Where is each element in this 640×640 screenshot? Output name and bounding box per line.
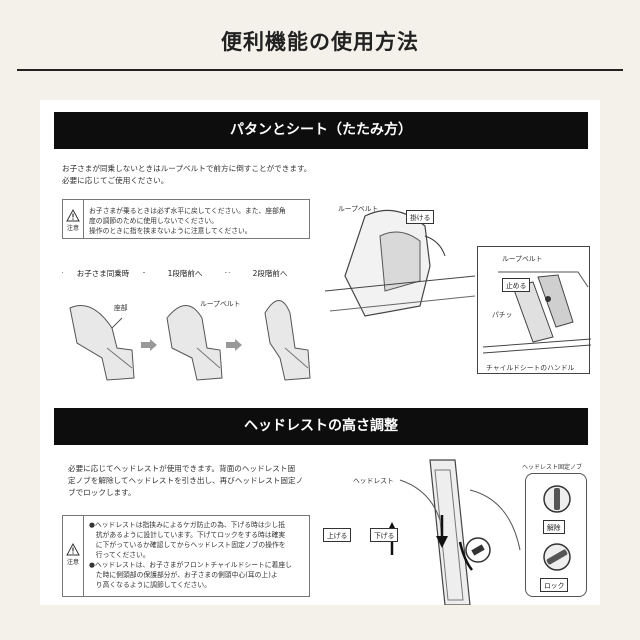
tag-lock: ロック <box>540 578 569 592</box>
label-click: パチッ <box>492 311 513 319</box>
tag-raise: 上げる <box>323 528 352 542</box>
headrest-warning-line3: に下がっているか確認してからヘッドレスト固定ノブの操作を <box>89 541 286 549</box>
headrest-warning-line6: た時に側頭部の保護部分が、お子さまの側頭中心(耳の上)よ <box>89 571 278 579</box>
section-folding-heading: パタンとシート（たたみ方） <box>54 112 588 149</box>
step-arrow-1 <box>141 339 157 351</box>
caution-icon: 注意 <box>63 200 84 238</box>
caution-label-2: 注意 <box>66 559 79 566</box>
folding-intro-line1: お子さまが同乗しないときはループベルトで前方に倒すことができます。 <box>62 164 312 173</box>
title-divider <box>17 69 623 71</box>
step-label-riding: お子さま同乗時 <box>63 268 143 279</box>
instruction-card: パタンとシート（たたみ方） お子さまが同乗しないときはループベルトで前方に倒すこ… <box>40 100 600 605</box>
folding-warning-line3: 操作のときに指を挟まないように注意してください。 <box>89 227 252 235</box>
knob-detail-box: 解除 ロック <box>525 473 587 597</box>
folding-warning-box: 注意 お子さまが乗るときは必ず水平に戻してください。また、座部角 度の調節のため… <box>62 199 310 239</box>
child-seat-illustration <box>324 209 476 317</box>
headrest-warning-box: 注意 ●ヘッドレストは指挟みによるケガ防止の為、下げる時は少し抵 抗があるように… <box>62 515 310 597</box>
label-headrest: ヘッドレスト <box>353 477 394 485</box>
label-headrest-knob: ヘッドレスト固定ノブ <box>522 464 583 471</box>
seat-upright-illustration <box>69 305 135 381</box>
knob-release-icon <box>543 485 571 513</box>
label-seat: 座部 <box>114 304 128 312</box>
caution-icon-2: 注意 <box>63 516 84 596</box>
belt-detail-illustration <box>482 271 592 354</box>
folding-warning-line1: お子さまが乗るときは必ず水平に戻してください。また、座部角 <box>89 207 286 215</box>
seat-step2-illustration <box>264 300 311 381</box>
label-loop-belt-inset: ループベルト <box>502 255 543 263</box>
tag-release: 解除 <box>543 520 565 534</box>
label-loop-belt-main: ループベルト <box>338 205 379 213</box>
seat-step1-illustration <box>166 305 223 381</box>
folding-warning-line2: 度の調節のために使用しないでください。 <box>89 217 218 225</box>
headrest-illustration <box>386 459 521 605</box>
label-loop-belt: ループベルト <box>200 300 241 308</box>
folding-intro-line2: 必要に応じてご使用ください。 <box>62 176 169 185</box>
headrest-warning-line1: ●ヘッドレストは指挟みによるケガ防止の為、下げる時は少し抵 <box>89 521 286 529</box>
headrest-warning-line5: ●ヘッドレストは、お子さまがフロントチャイルドシートに着座し <box>89 561 292 569</box>
tag-lower: 下げる <box>370 528 399 542</box>
headrest-warning-line2: 抗があるように設計しています。下げてロックをする時は確実 <box>89 531 286 539</box>
step-label-forward-2: 2段階前へ <box>230 268 310 279</box>
step-label-forward-1: 1段階前へ <box>145 268 225 279</box>
page-title: 便利機能の使用方法 <box>221 30 419 54</box>
tag-fasten: 止める <box>502 278 531 292</box>
headrest-intro-line2: 定ノブを解除してヘッドレストを引き出し、再びヘッドレスト固定ノ <box>68 476 304 485</box>
section-headrest-heading: ヘッドレストの高さ調整 <box>54 408 588 445</box>
knob-lock-icon <box>543 543 571 571</box>
label-handle: チャイルドシートのハンドル <box>486 364 575 372</box>
headrest-warning-line7: り高くなるように調節してください。 <box>89 581 211 589</box>
caution-label: 注意 <box>66 225 79 232</box>
step-arrow-2 <box>226 339 242 351</box>
belt-detail-inset <box>477 246 592 374</box>
headrest-intro-line3: ブでロックします。 <box>68 488 136 497</box>
headrest-intro-line1: 必要に応じてヘッドレストが使用できます。背面のヘッドレスト固 <box>68 464 296 473</box>
headrest-warning-line4: 行ってください。 <box>89 551 150 559</box>
tag-pull: 掛ける <box>406 210 435 224</box>
